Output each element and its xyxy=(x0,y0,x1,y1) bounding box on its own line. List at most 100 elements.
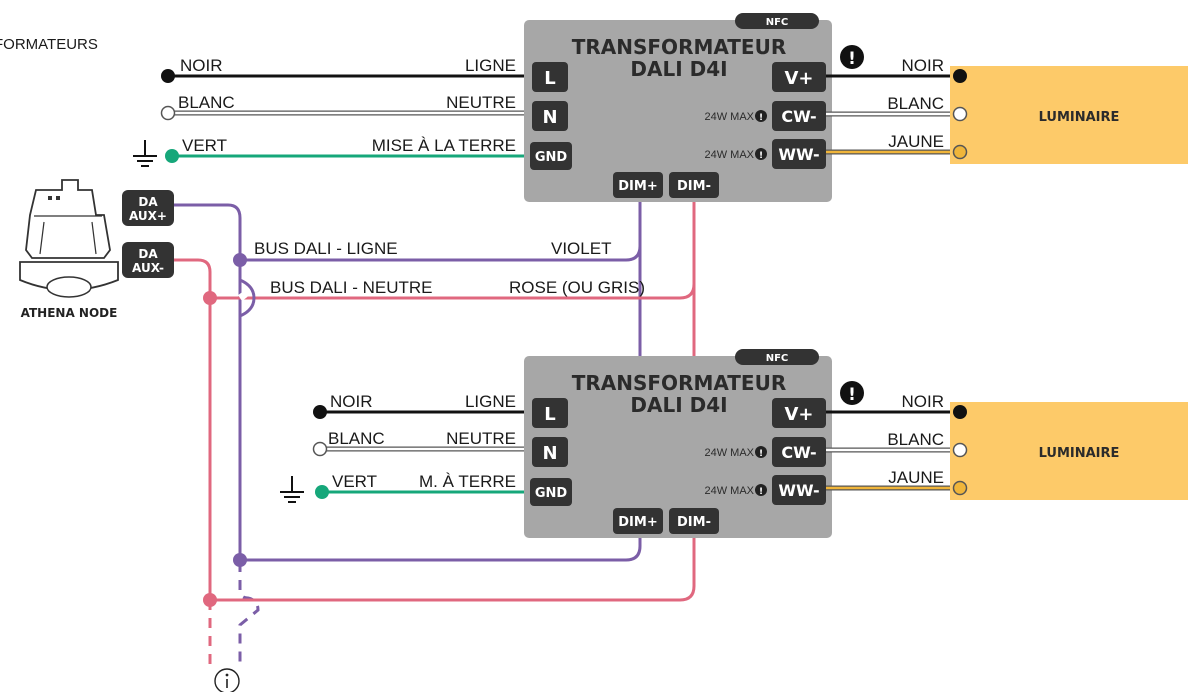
out-jaune-label: JAUNE xyxy=(888,468,944,487)
terminal-vplus xyxy=(772,62,826,92)
svg-text:L: L xyxy=(544,68,555,89)
out-noir-label: NOIR xyxy=(902,56,945,75)
warning-icon xyxy=(755,484,767,496)
warning-icon xyxy=(755,446,767,458)
header-title: FORMATEURS xyxy=(0,36,98,53)
bus-ligne-label: BUS DALI - LIGNE xyxy=(254,239,398,258)
svg-text:!: ! xyxy=(848,385,856,405)
terminal-dim-plus xyxy=(613,508,663,534)
terminal-vplus xyxy=(772,398,826,428)
bus-violet-label: VIOLET xyxy=(551,239,611,258)
wire-neutre-label: NEUTRE xyxy=(446,429,516,448)
svg-text:N: N xyxy=(542,443,557,464)
terminal-cw xyxy=(772,437,826,467)
junction-dot xyxy=(233,553,247,567)
svg-text:DIM-: DIM- xyxy=(677,179,711,194)
wire-ligne-label: LIGNE xyxy=(465,56,516,75)
svg-text:CW-: CW- xyxy=(781,107,816,126)
luminaire-box xyxy=(950,402,1188,500)
svg-text:GND: GND xyxy=(535,486,568,501)
bus-rose-label: ROSE (OU GRIS) xyxy=(509,278,645,297)
ground-icon xyxy=(133,140,157,167)
out-jaune-label: JAUNE xyxy=(888,132,944,151)
out-noir-label: NOIR xyxy=(902,392,945,411)
svg-text:WW-: WW- xyxy=(778,145,819,164)
svg-text:WW-: WW- xyxy=(778,481,819,500)
svg-text:AUX+: AUX+ xyxy=(129,209,167,223)
svg-text:V+: V+ xyxy=(784,68,813,89)
transformer-1: NOIR LIGNE BLANC NEUTRE VERT MISE À LA T… xyxy=(133,13,1188,202)
svg-text:N: N xyxy=(542,107,557,128)
wire-blanc-label: BLANC xyxy=(328,429,385,448)
wire-vert-label: VERT xyxy=(182,136,227,155)
wire-ligne-label: LIGNE xyxy=(465,392,516,411)
svg-text:!: ! xyxy=(759,449,763,459)
athena-node-sensor xyxy=(19,179,119,298)
da-aux-plus-terminal: DA AUX+ xyxy=(122,190,174,226)
svg-text:!: ! xyxy=(848,49,856,69)
ground-icon xyxy=(280,476,304,503)
wire-neutre-label: NEUTRE xyxy=(446,93,516,112)
transformer-subtitle: DALI D4I xyxy=(630,57,727,81)
max-label-cw: 24W MAX xyxy=(704,111,754,123)
svg-text:!: ! xyxy=(759,151,763,161)
svg-text:GND: GND xyxy=(535,150,568,165)
warning-icon xyxy=(840,45,864,69)
out-blanc-label: BLANC xyxy=(887,430,944,449)
terminal-dim-plus xyxy=(613,172,663,198)
transformer-2: NOIR LIGNE BLANC NEUTRE VERT M. À TERRE … xyxy=(280,349,1188,538)
terminal-l xyxy=(532,398,568,428)
warning-icon xyxy=(755,110,767,122)
max-label-cw: 24W MAX xyxy=(704,447,754,459)
svg-text:AUX-: AUX- xyxy=(132,261,164,275)
wire-blanc-label: BLANC xyxy=(178,93,235,112)
svg-text:NFC: NFC xyxy=(766,353,789,364)
wire-end-black xyxy=(161,69,175,83)
svg-text:DIM+: DIM+ xyxy=(618,179,657,194)
terminal-dim-minus xyxy=(669,508,719,534)
svg-text:!: ! xyxy=(759,487,763,497)
bus-purple-branch-top xyxy=(240,245,642,262)
transformer-box xyxy=(524,356,832,538)
transformer-title: TRANSFORMATEUR xyxy=(572,35,787,59)
wire-noir-label: NOIR xyxy=(180,56,223,75)
svg-text:NFC: NFC xyxy=(766,17,789,28)
terminal-ww xyxy=(772,475,826,505)
bus-neutre-label: BUS DALI - NEUTRE xyxy=(270,278,432,297)
transformer-box xyxy=(524,20,832,202)
nfc-badge xyxy=(735,349,819,365)
warning-icon xyxy=(755,148,767,160)
junction-dot xyxy=(203,593,217,607)
bus-pink-branch-top xyxy=(210,283,696,300)
wire-end-white xyxy=(160,105,176,121)
da-aux-minus-terminal: DA AUX- xyxy=(122,242,174,278)
wire-noir-label: NOIR xyxy=(330,392,373,411)
terminal-n xyxy=(532,101,568,131)
svg-text:V+: V+ xyxy=(784,404,813,425)
luminaire-label: LUMINAIRE xyxy=(1039,446,1120,461)
terminal-dim-minus xyxy=(669,172,719,198)
out-blanc-label: BLANC xyxy=(887,94,944,113)
junction-dot xyxy=(203,291,217,305)
svg-text:DA: DA xyxy=(138,247,158,261)
wire-m-terre-label: M. À TERRE xyxy=(419,472,516,491)
terminal-cw xyxy=(772,101,826,131)
sensor-name: ATHENA NODE xyxy=(21,306,118,320)
bus-purple-dashed xyxy=(238,562,260,665)
junction-dot xyxy=(233,253,247,267)
terminal-ww xyxy=(772,139,826,169)
svg-text:DIM+: DIM+ xyxy=(618,515,657,530)
nfc-badge xyxy=(735,13,819,29)
max-label-ww: 24W MAX xyxy=(704,149,754,161)
luminaire-label: LUMINAIRE xyxy=(1039,110,1120,125)
transformer-subtitle: DALI D4I xyxy=(630,393,727,417)
svg-text:CW-: CW- xyxy=(781,443,816,462)
luminaire-box xyxy=(950,66,1188,164)
svg-text:!: ! xyxy=(759,113,763,123)
wire-vert-label: VERT xyxy=(332,472,377,491)
warning-icon xyxy=(840,381,864,405)
wire-mise-terre-label: MISE À LA TERRE xyxy=(372,136,516,155)
info-icon[interactable] xyxy=(214,668,240,692)
terminal-l xyxy=(532,62,568,92)
